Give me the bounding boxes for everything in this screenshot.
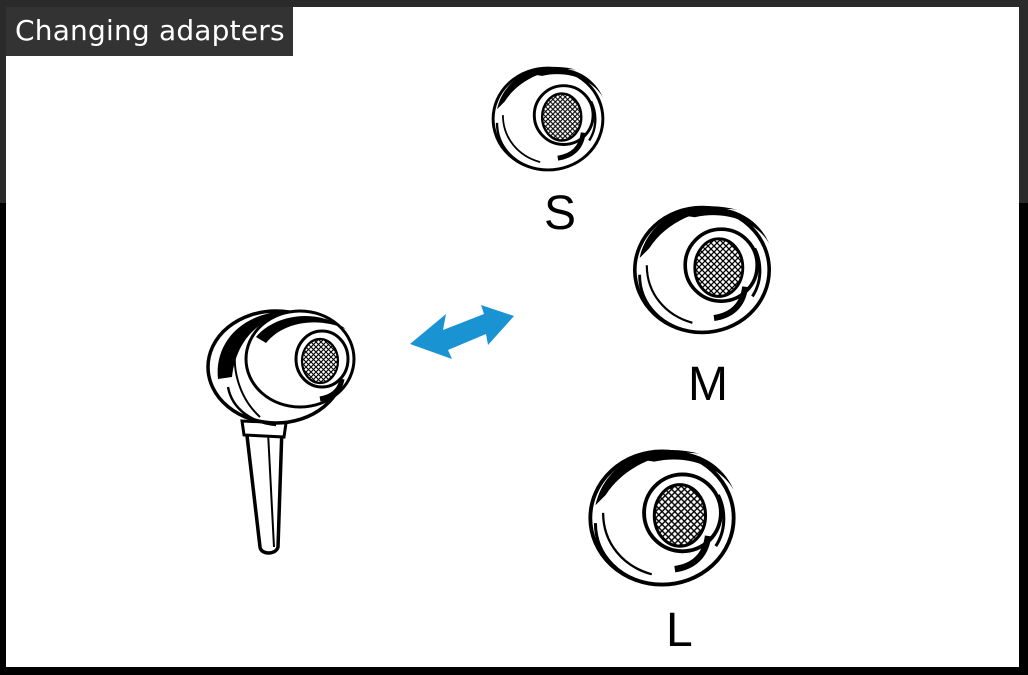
ear-adapter-large: [590, 450, 733, 585]
figure-title: Changing adapters: [6, 7, 293, 56]
ear-adapter-medium: [635, 206, 769, 332]
illustration-panel: S M L: [6, 7, 1019, 667]
ear-adapter-small: [493, 67, 603, 170]
double-arrow-icon: [410, 305, 514, 359]
size-label-medium: M: [688, 358, 728, 411]
size-label-large: L: [666, 604, 693, 657]
size-label-small: S: [544, 187, 577, 240]
illustration-svg: [206, 7, 1019, 667]
earphone-icon: [206, 309, 356, 555]
